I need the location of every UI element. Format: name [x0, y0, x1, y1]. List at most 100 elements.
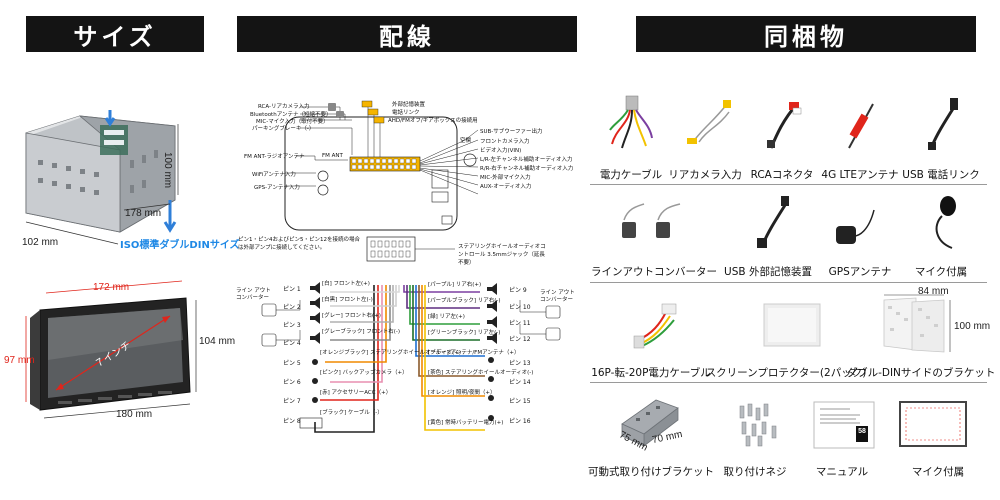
line-out-converter-icon — [622, 203, 681, 238]
depth-dimension: 178 mm — [125, 208, 162, 219]
contents-item-label: USB 電話リンク — [902, 169, 980, 181]
width-dimension: 102 mm — [22, 237, 59, 248]
contents-item-label: 電力ケーブル — [599, 169, 663, 181]
pin-left: ピン 6 — [283, 379, 301, 386]
contents-item-label: マイク付属 — [914, 266, 968, 278]
contents-item-label: ラインアウトコンバーター — [591, 266, 717, 278]
wiring-right-label: SUB-サブウーファー出力 — [480, 129, 543, 135]
wire-label-left: [ピンク] バックアップカメラ（+） — [320, 370, 408, 376]
contents-header: 同梱物 — [636, 16, 976, 52]
pin-left: ピン 2 — [283, 304, 301, 311]
manual-badge: 58 — [858, 428, 866, 435]
wiring-right-label: フロントカメラ入力 — [480, 139, 530, 145]
pin-right: ピン 10 — [509, 304, 531, 311]
contents-item-label: 4G LTEアンテナ — [821, 169, 899, 181]
bracket-height-dimension: 100 mm — [954, 321, 991, 332]
wire-label-left: [赤] アクセサリーACC（+） — [320, 390, 392, 396]
side-bracket-icon — [883, 294, 951, 353]
size-header: サイズ — [26, 16, 204, 52]
rear-camera-cable-icon — [687, 100, 731, 144]
wire-label-right: [黄色] 常時バッテリー電力(+) — [428, 420, 504, 426]
wire-label-left: [グレーブラック] フロント右(-) — [322, 329, 400, 335]
contents-item-label: USB 外部記憶装置 — [724, 266, 812, 278]
wiring-left-label: MIC-マイク入力（取付不要） — [256, 119, 329, 125]
wire-label-left: [オレンジブラック] ステアリングホイールオーディオ(+) — [320, 350, 462, 356]
contents-item-label: RCAコネクタ — [750, 169, 814, 181]
pin-right: ピン 12 — [509, 336, 531, 343]
adapter-cable-icon — [633, 303, 677, 349]
contents-item-label: スクリーンプロテクター(2パック) — [705, 367, 867, 379]
usb-storage-cable-icon — [757, 196, 789, 248]
wiring-left-label: GPS-アンテナ入力 — [254, 185, 300, 191]
wiring-note: ピン1・ピン4およびピン5・ピン12を接続の場合は外部アンプに接続してください。 — [238, 237, 360, 251]
pin-left: ピン 1 — [283, 286, 301, 293]
wire-label-right: [オレンジ] 照明/夜間（+） — [428, 390, 496, 396]
power-cable-icon — [609, 95, 653, 149]
pin-right: ピン 9 — [509, 287, 527, 294]
wiring-right-label: L/R-左チャンネル補助オーディオ入力 — [480, 157, 573, 163]
microphone-icon — [935, 196, 956, 249]
pin-right: ピン 14 — [509, 379, 531, 386]
wiring-right-label: 空欄 — [460, 138, 472, 144]
contents-item-label: 可動式取り付けブラケット — [588, 466, 714, 478]
wiring-left-label: RCA-リアカメラ入力 — [258, 104, 310, 110]
wire-label-left: [グレー] フロント右(+) — [322, 313, 381, 319]
contents-item-label: GPSアンテナ — [828, 266, 892, 278]
contents-item-label: 取り付けネジ — [723, 466, 787, 478]
contents-item-label: ダブル-DINサイドのブラケット — [846, 367, 996, 379]
frame-icon — [899, 401, 967, 447]
iso-label: ISO標準ダブルDINサイズ — [120, 240, 240, 251]
wiring-right-label: ビデオ入力(VIN) — [480, 148, 522, 154]
wiring-top-label: AHD/FMオフ/ギアボックスの接続用 — [388, 118, 478, 124]
wire-label-left: [白] フロント左(+) — [322, 281, 370, 287]
front-height-dimension: 104 mm — [199, 336, 236, 347]
screen-height-dimension: 97 mm — [4, 355, 35, 366]
wiring-right-label: MIC-外部マイク入力 — [480, 175, 531, 181]
pin-right: ピン 16 — [509, 418, 531, 425]
wiring-right-label: AUX-オーディオ入力 — [480, 184, 532, 190]
wire-label-right: [パープル] リア右(+) — [428, 282, 482, 288]
pin-left: ピン 3 — [283, 322, 301, 329]
screen-protector-icon — [763, 303, 821, 347]
lte-antenna-icon — [848, 103, 874, 149]
manual-icon — [813, 401, 875, 449]
wiring-left-label: FM ANT-ラジオアンテナ — [244, 154, 305, 160]
wiring-left-label: パーキングブレーキ（-） — [252, 126, 315, 132]
contents-item-label: マイク付属 — [911, 466, 965, 478]
contents-item-label: マニュアル — [815, 466, 869, 478]
usb-cable-icon — [928, 98, 958, 150]
contents-divider — [590, 282, 987, 283]
screws-icon — [739, 403, 777, 447]
contents-divider — [590, 184, 987, 185]
wire-label-right: [茶色] ステアリングホイールオーディオ(-) — [428, 370, 534, 376]
wiring-top-label: 電話リンク — [392, 110, 420, 116]
pin-left: ピン 5 — [283, 360, 301, 367]
wiring-header: 配線 — [237, 16, 577, 52]
mount-bracket-icon — [621, 399, 679, 447]
pin-left: ピン 7 — [283, 398, 301, 405]
wire-label-right: [パープルブラック] リア右(-) — [428, 298, 501, 304]
fm-ant-label: FM ANT — [322, 153, 343, 159]
wire-label-right: [ブルー] アンテナ/FMアンテナ（+） — [428, 350, 520, 356]
pin-right: ピン 15 — [509, 398, 531, 405]
wire-label-left: [白黒] フロント左(-) — [322, 297, 373, 303]
pin-right: ピン 13 — [509, 360, 531, 367]
wiring-left-label: Bluetoothアンテナ（短縮不要） — [250, 112, 332, 118]
line-out-converter-right: ライン アウト コンバーター — [540, 290, 575, 303]
wiring-left-label: WiFiアンテナ入力 — [252, 172, 296, 178]
pin-right: ピン 11 — [509, 320, 531, 327]
screen-width-dimension: 172 mm — [93, 282, 130, 293]
wiring-right-label: R/R-右チャンネル補助オーディオ入力 — [480, 166, 574, 172]
contents-item-label: 16P-転-20P電力ケーブル — [591, 367, 711, 379]
double-din-chassis-image — [25, 110, 179, 245]
wire-label-right: [グリーンブラック] リア左(-) — [428, 330, 501, 336]
front-width-dimension: 180 mm — [116, 409, 153, 420]
head-unit-front-image — [25, 280, 197, 419]
wiring-top-label: 外部記憶装置 — [392, 102, 426, 108]
wire-label-left: [ブラック] ケーブル（-） — [320, 410, 383, 416]
pin-left: ピン 8 — [283, 418, 301, 425]
wire-label-right: [緑] リア左(+) — [428, 314, 465, 320]
contents-item-label: リアカメラ入力 — [668, 169, 742, 181]
line-out-converter-left: ライン アウト コンバーター — [236, 288, 271, 301]
